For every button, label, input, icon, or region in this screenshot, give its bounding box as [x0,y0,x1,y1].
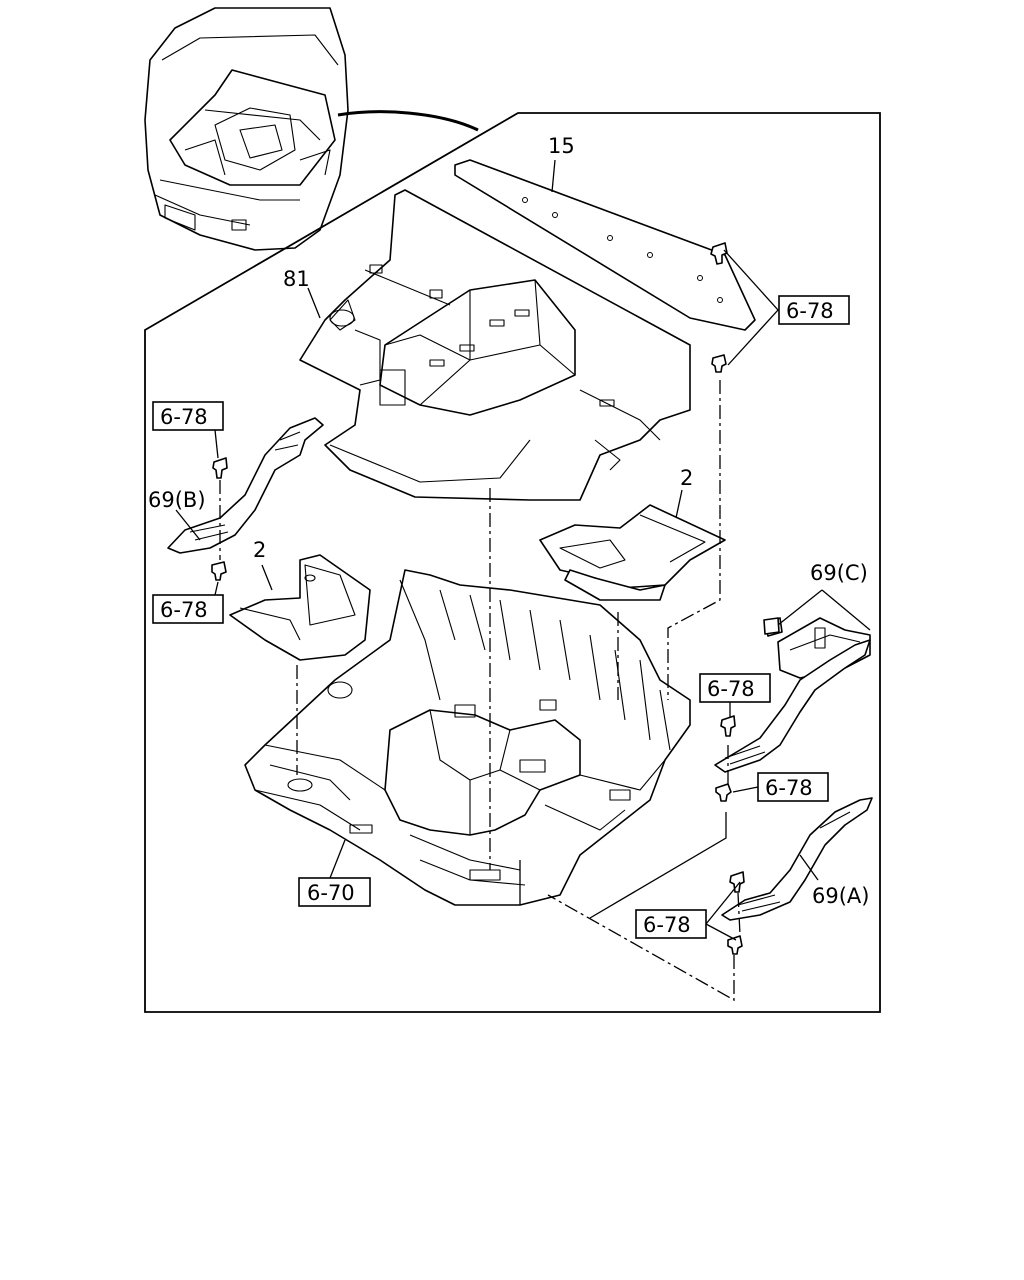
floor-front-part-81 [299,189,691,501]
label-part-69b: 69(B) [148,488,206,512]
ref-label: 6-70 [307,881,355,905]
sill-trim-part-69a [721,797,873,921]
leader-lines [175,159,871,941]
ref-box-6-78-top-right[interactable]: 6-78 [778,295,850,325]
label-part-2-left: 2 [253,538,266,562]
ref-label: 6-78 [786,299,834,323]
dash-panel-part-15 [454,159,756,331]
label-part-2-right: 2 [680,466,693,490]
ref-box-6-78-left-lower[interactable]: 6-78 [152,594,224,624]
ref-box-6-78-left-upper[interactable]: 6-78 [152,401,224,431]
ref-box-6-78-right-mid[interactable]: 6-78 [699,673,771,703]
ref-label: 6-78 [707,677,755,701]
ref-label: 6-78 [765,776,813,800]
diagram-frame [144,112,881,1013]
ref-box-6-78-bottom[interactable]: 6-78 [635,909,707,939]
ref-box-6-70[interactable]: 6-70 [298,877,371,907]
label-part-81: 81 [283,267,310,291]
label-part-69c: 69(C) [810,561,868,585]
floor-mat-right-part-2 [539,504,726,601]
ref-label: 6-78 [160,405,208,429]
floor-mat-left-part-2 [229,554,371,661]
cab-overview-thumbnail [144,7,479,251]
ref-label: 6-78 [160,598,208,622]
sill-trim-part-69c [714,639,871,773]
label-part-69a: 69(A) [812,884,869,908]
main-floor-assembly [244,569,691,906]
ref-box-6-78-right-lower[interactable]: 6-78 [757,772,829,802]
assembly-lines [219,380,741,1002]
label-part-15: 15 [548,134,575,158]
sill-trim-part-69b [167,417,324,554]
ref-label: 6-78 [643,913,691,937]
fastener-clips [211,242,780,955]
